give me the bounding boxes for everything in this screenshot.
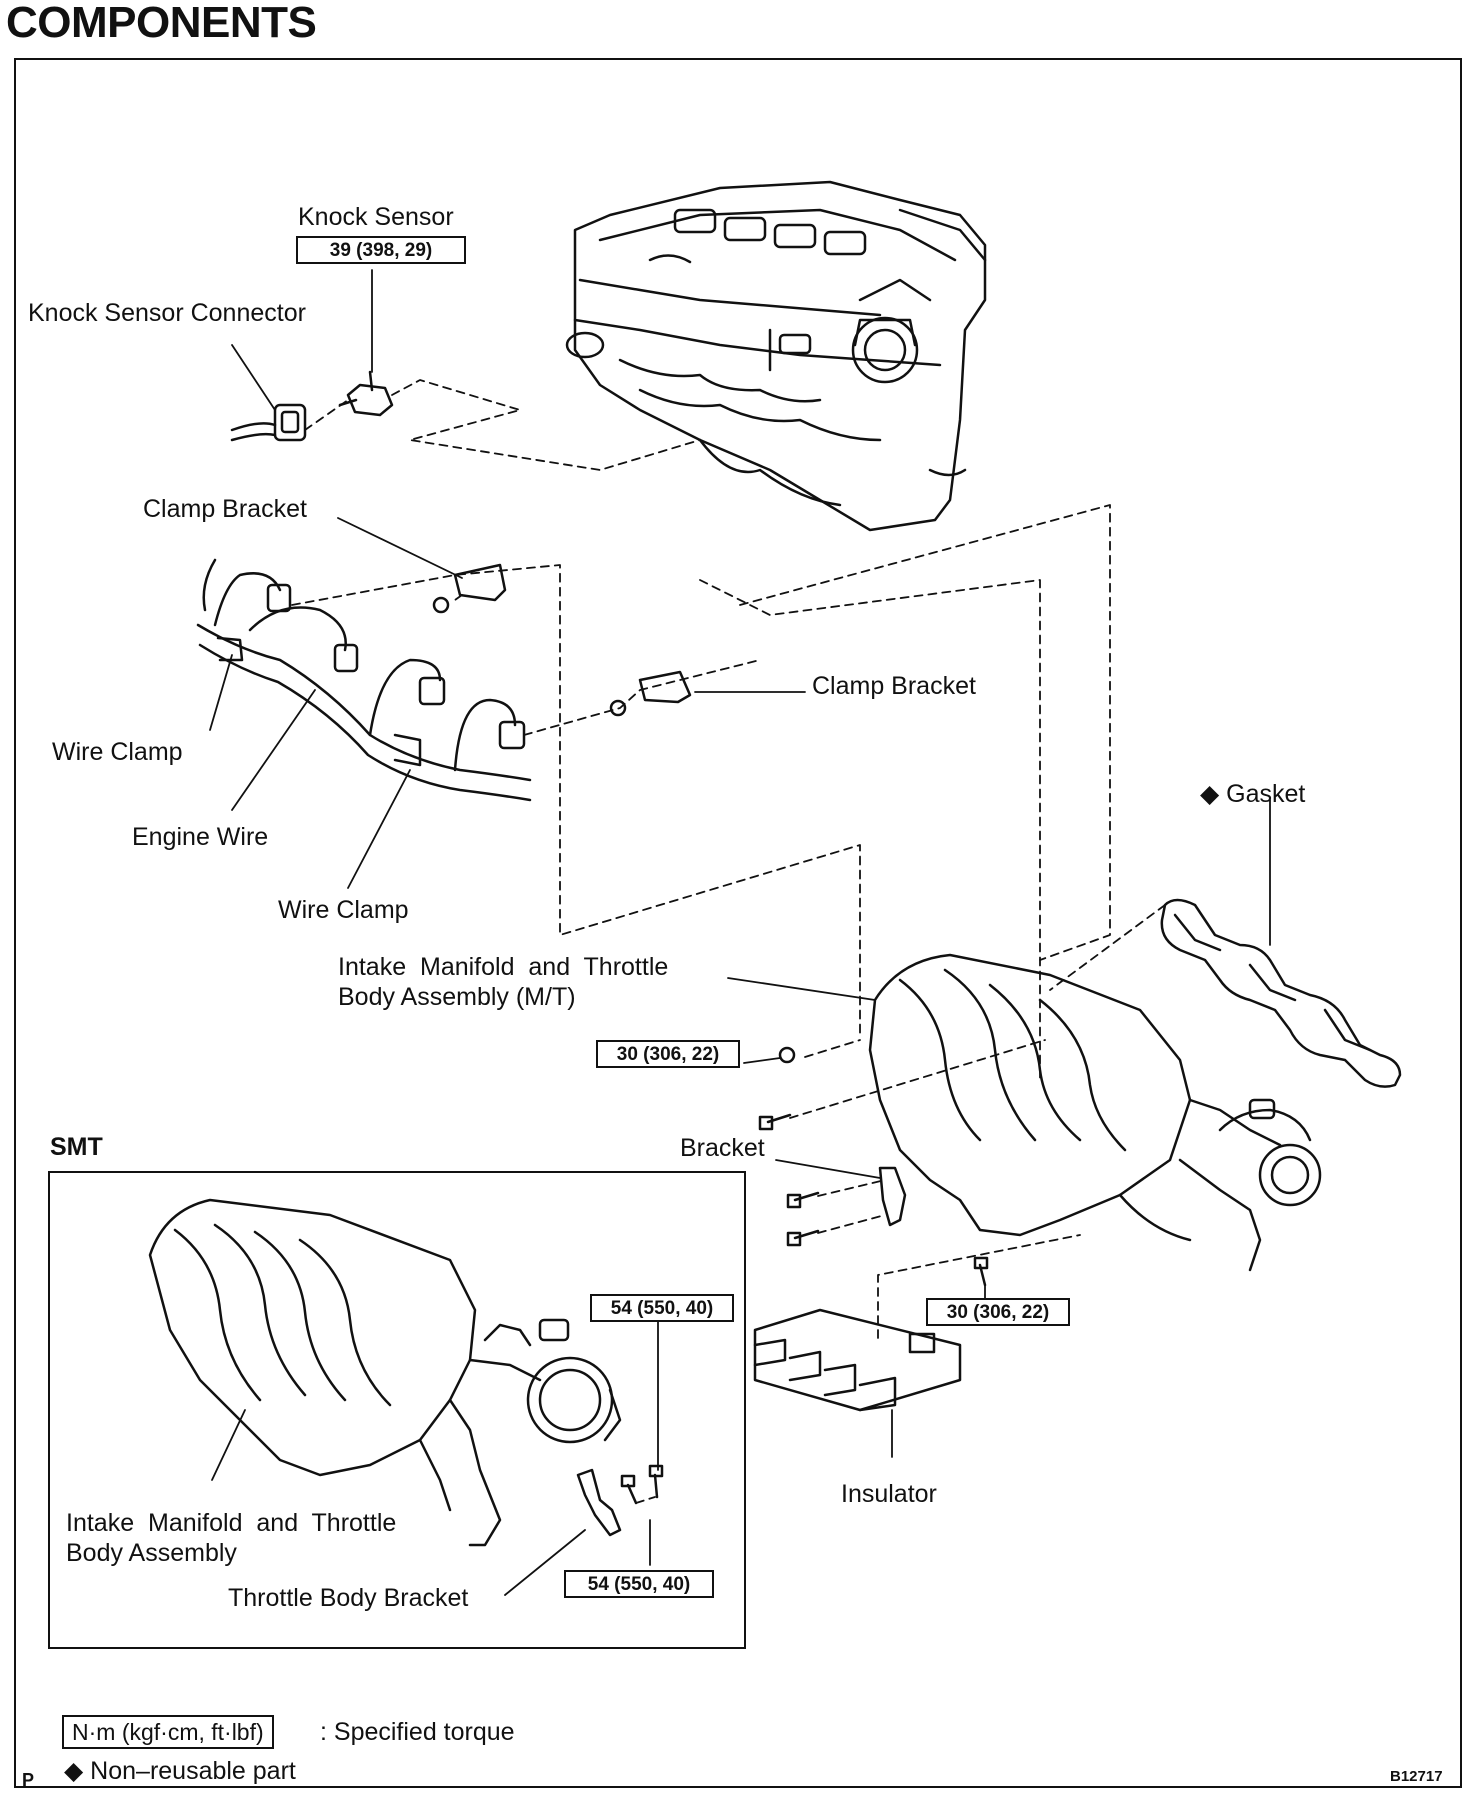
knock-sensor-connector-label: Knock Sensor Connector (28, 299, 306, 327)
bracket-label: Bracket (680, 1134, 765, 1162)
figure-code: B12717 (1390, 1768, 1443, 1785)
clamp-bracket-upper-label: Clamp Bracket (143, 495, 307, 523)
throttle-body-bracket-label: Throttle Body Bracket (228, 1584, 469, 1612)
knock-sensor-label: Knock Sensor (298, 203, 454, 231)
clamp-bracket-lower-drawing (609, 670, 692, 717)
wire-clamp-left-label: Wire Clamp (52, 738, 183, 766)
intake-manifold-smt-drawing (148, 1198, 622, 1547)
smt-section-title: SMT (50, 1133, 103, 1161)
manifold-nut-torque: 30 (306, 22) (596, 1040, 740, 1068)
knock-sensor-torque: 39 (398, 29) (296, 236, 466, 264)
torque-unit-legend: N·m (kgf·cm, ft·lbf) (62, 1715, 274, 1749)
smt-inset-box (48, 1171, 746, 1649)
insulator-drawing (753, 1308, 962, 1412)
engine-wire-label: Engine Wire (132, 823, 269, 851)
manifold-bolt-torque: 30 (306, 22) (926, 1298, 1070, 1326)
page-title: COMPONENTS (6, 0, 317, 47)
smt-bracket-torque-bottom: 54 (550, 40) (564, 1570, 714, 1598)
engine-head-drawing (565, 180, 987, 532)
throttle-body-bracket-drawing (576, 1464, 664, 1537)
clamp-bracket-lower-label: Clamp Bracket (812, 672, 976, 700)
page-letter: P (22, 1770, 35, 1790)
intake-manifold-smt-label: Intake Manifold and Throttle Body Assemb… (66, 1509, 397, 1567)
clamp-bracket-upper-drawing (432, 563, 507, 614)
smt-bracket-torque-top: 54 (550, 40) (590, 1294, 734, 1322)
insulator-label: Insulator (841, 1480, 937, 1508)
knock-sensor-connector-drawing (230, 403, 307, 442)
knock-sensor-drawing (338, 370, 394, 417)
gasket-label: ◆ Gasket (1200, 780, 1306, 808)
leader-lines (209, 269, 1271, 1596)
torque-legend-description: : Specified torque (320, 1718, 515, 1746)
manifold-bolts-drawing (758, 1046, 989, 1287)
gasket-drawing (1160, 898, 1402, 1088)
bracket-drawing (878, 1166, 907, 1227)
wire-clamp-right-label: Wire Clamp (278, 896, 409, 924)
intake-manifold-mt-label: Intake Manifold and Throttle Body Assemb… (338, 953, 669, 1011)
non-reusable-legend: ◆ Non–reusable part (64, 1757, 296, 1785)
dashed-assembly-lines (291, 379, 1166, 1504)
diagram-frame (14, 58, 1462, 1788)
engine-wire-harness-drawing (196, 558, 532, 802)
